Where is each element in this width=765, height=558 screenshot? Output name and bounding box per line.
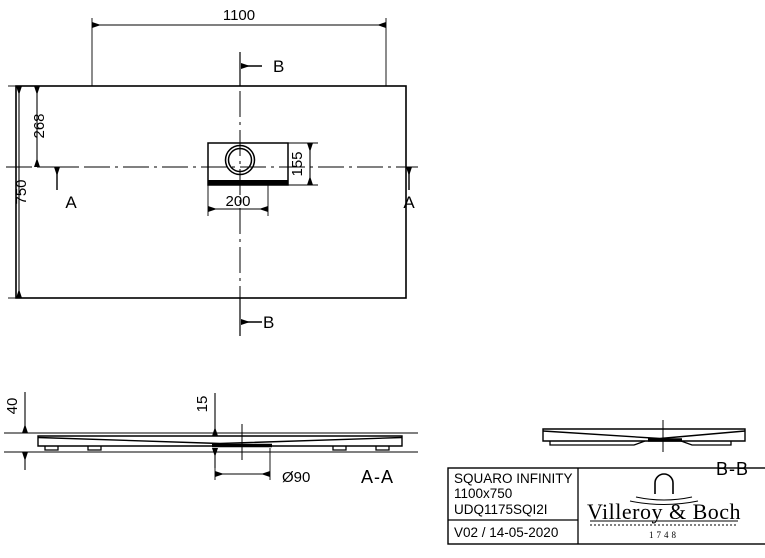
section-mark-label-b-bottom: B: [263, 313, 274, 332]
section-a-a-view: [4, 392, 418, 480]
brand-year: 1748: [649, 530, 679, 540]
section-bb-underside-left: [549, 440, 646, 446]
section-aa-foot-notch-4: [375, 446, 390, 451]
drain-circle-outer: [224, 144, 256, 176]
dimension-drain-box-width: [207, 185, 269, 216]
section-b-b-view: [542, 420, 746, 452]
title-block-product-name: SQUARO INFINITY: [454, 471, 573, 486]
section-aa-tray-body: [37, 435, 403, 447]
label-drain-offset: 268: [31, 113, 48, 138]
tray-outline-rect: [15, 85, 407, 299]
top-plan-view: [6, 18, 418, 336]
label-drain-box-width: 200: [225, 193, 250, 210]
section-label-b-b: B-B: [716, 459, 749, 479]
fountain-arch-icon: [654, 473, 674, 494]
section-bb-tray-body: [542, 428, 746, 442]
text-layer: 1100 750 268 200 155 A A B B 40 15 Ø90 A…: [4, 7, 749, 540]
label-drain-box-height: 155: [289, 151, 306, 176]
title-block-size: 1100x750: [454, 486, 512, 501]
section-aa-foot-notch-2: [87, 446, 102, 451]
title-block-article-code: UDQ1175SQI2I: [454, 502, 548, 517]
section-mark-label-b-top: B: [273, 57, 284, 76]
section-bb-slope-line: [542, 430, 746, 440]
label-drain-depth: 15: [194, 396, 211, 413]
title-block-outer-frame: [447, 467, 765, 545]
dimension-overall-width: [91, 18, 387, 86]
section-label-a-a: A-A: [361, 467, 394, 487]
section-bb-underside-right: [680, 440, 732, 446]
label-overall-width: 1100: [223, 7, 255, 24]
brand-logo-mark: [590, 473, 738, 526]
dimension-drain-box-height: [268, 142, 318, 186]
title-block-revision: V02 / 14-05-2020: [454, 525, 558, 540]
brand-name: Villeroy & Boch: [587, 499, 741, 524]
section-mark-b-top: [239, 52, 262, 86]
section-aa-foot-notch-3: [332, 446, 347, 451]
fountain-water-line-2: [629, 500, 699, 505]
title-block: [447, 467, 765, 545]
drain-circle-inner: [227, 147, 253, 173]
label-tray-height: 40: [4, 398, 21, 415]
section-mark-label-a-left: A: [65, 193, 77, 212]
section-mark-label-a-right: A: [403, 193, 415, 212]
section-aa-foot-notch-1: [44, 446, 59, 451]
label-overall-depth: 750: [13, 179, 30, 204]
section-aa-slope-line: [37, 436, 403, 445]
dimension-drain-diameter: [214, 448, 271, 480]
fountain-water-line-1: [635, 496, 693, 501]
label-drain-diameter: Ø90: [282, 469, 310, 486]
dimension-overall-depth: [8, 85, 22, 299]
drain-box-outline: [207, 142, 289, 186]
section-mark-b-bottom: [239, 298, 262, 336]
